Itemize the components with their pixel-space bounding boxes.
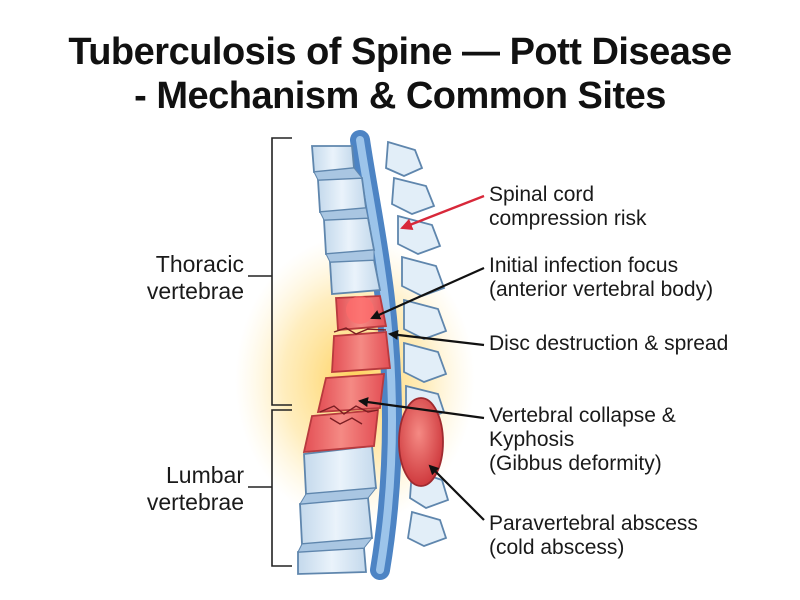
lumbar-bracket: [248, 409, 292, 567]
thoracic-label-line-1: Thoracic: [155, 251, 244, 277]
callout-abscess-line-1: Paravertebral abscess: [489, 512, 698, 535]
arrow-abscess: [428, 464, 485, 521]
thoracic-bracket: [248, 137, 292, 406]
callout-cord-line-2: compression risk: [489, 207, 647, 230]
callout-abscess: Paravertebral abscess (cold abscess): [489, 512, 698, 560]
callout-disc: Disc destruction & spread: [489, 332, 728, 356]
callout-focus-line-2: (anterior vertebral body): [489, 278, 714, 301]
intervertebral-discs: [297, 167, 378, 553]
callout-collapse-line-1: Vertebral collapse &: [489, 404, 676, 427]
arrow-collapse: [358, 397, 485, 420]
lumbar-label-line-2: vertebrae: [146, 489, 244, 515]
arrow-disc: [388, 329, 485, 347]
arrow-cord: [400, 194, 485, 230]
callout-collapse-line-3: (Gibbus deformity): [489, 452, 662, 475]
infection-focus-spot: [346, 296, 374, 324]
callout-focus-line-1: Initial infection focus: [489, 254, 679, 277]
title-line-2: - Mechanism & Common Sites: [134, 75, 666, 117]
disc-destruction: [319, 327, 387, 425]
title-line-1: Tuberculosis of Spine — Pott Disease: [68, 31, 732, 73]
callout-collapse: Vertebral collapse & Kyphosis (Gibbus de…: [489, 404, 676, 476]
thoracic-label-line-2: vertebrae: [146, 278, 244, 304]
lumbar-label-line-1: Lumbar: [166, 462, 244, 488]
callout-focus: Initial infection focus (anterior verteb…: [489, 254, 713, 302]
callout-cord: Spinal cord compression risk: [489, 183, 647, 231]
arrow-focus: [370, 266, 485, 320]
callout-collapse-line-2: Kyphosis: [489, 428, 575, 451]
diagram-title: Tuberculosis of Spine — Pott Disease - M…: [0, 30, 800, 118]
callout-cord-line-1: Spinal cord: [489, 183, 595, 206]
lumbar-label: Lumbar vertebrae: [147, 462, 244, 516]
thoracic-label: Thoracic vertebrae: [147, 251, 244, 305]
paravertebral-abscess: [398, 397, 444, 487]
callout-abscess-line-2: (cold abscess): [489, 536, 625, 559]
callout-disc-line-1: Disc destruction & spread: [489, 332, 729, 355]
